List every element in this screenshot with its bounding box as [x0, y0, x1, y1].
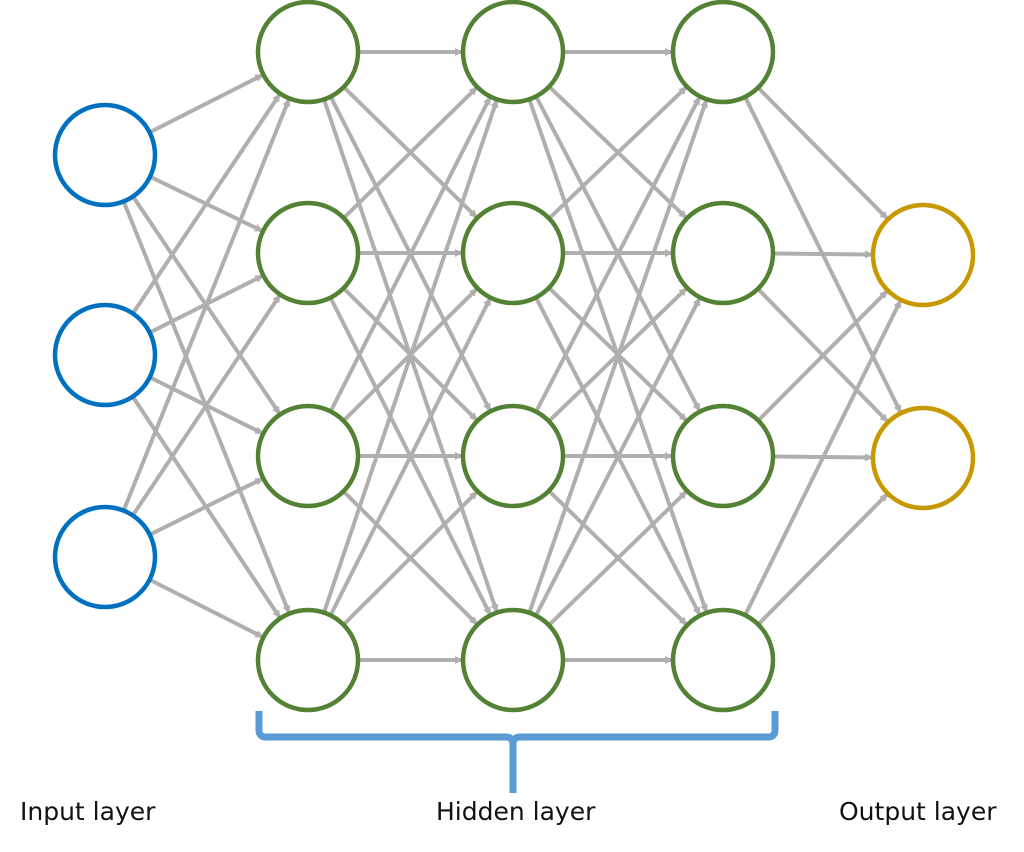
output-neuron	[870, 202, 976, 308]
hidden-layer-bracket	[255, 711, 779, 793]
hidden-2-neuron	[460, 200, 566, 306]
hidden-layer-label: Hidden layer	[436, 797, 596, 826]
connection-edge	[534, 96, 701, 413]
connection-edge	[121, 98, 291, 512]
connection-edge	[148, 477, 264, 537]
input-neuron	[52, 102, 158, 208]
connection-edge	[756, 290, 888, 422]
connections	[121, 48, 902, 664]
connection-edge	[148, 73, 264, 135]
hidden-3-neuron	[670, 403, 776, 509]
hidden-3-neuron	[670, 0, 776, 105]
connection-edge	[342, 491, 478, 627]
hidden-1-neuron	[255, 0, 361, 105]
hidden-3-neuron	[670, 200, 776, 306]
input-layer-label: Input layer	[20, 797, 156, 826]
hidden-3-neuron	[670, 607, 776, 713]
connection-edge	[547, 490, 688, 627]
connection-edge	[527, 99, 708, 614]
input-neuron	[52, 504, 158, 610]
input-neuron	[52, 302, 158, 408]
connection-edge	[756, 493, 888, 626]
connection-edge	[756, 86, 888, 220]
connection-edge	[328, 297, 492, 617]
hidden-1-neuron	[255, 403, 361, 509]
connection-edge	[322, 99, 499, 614]
connection-edge	[342, 86, 478, 220]
connection-edge	[772, 250, 874, 259]
hidden-1-neuron	[255, 607, 361, 713]
hidden-2-neuron	[460, 607, 566, 713]
neurons	[52, 0, 976, 713]
connection-edge	[743, 299, 902, 617]
connection-edge	[547, 86, 687, 220]
connection-edge	[131, 93, 281, 315]
connection-edge	[328, 96, 492, 413]
hidden-2-neuron	[460, 0, 566, 105]
hidden-2-neuron	[460, 403, 566, 509]
connection-edge	[534, 297, 701, 617]
output-layer-label: Output layer	[839, 797, 997, 826]
connection-edge	[148, 577, 264, 639]
connection-edge	[131, 294, 281, 517]
hidden-1-neuron	[255, 200, 361, 306]
output-neuron	[870, 405, 976, 511]
